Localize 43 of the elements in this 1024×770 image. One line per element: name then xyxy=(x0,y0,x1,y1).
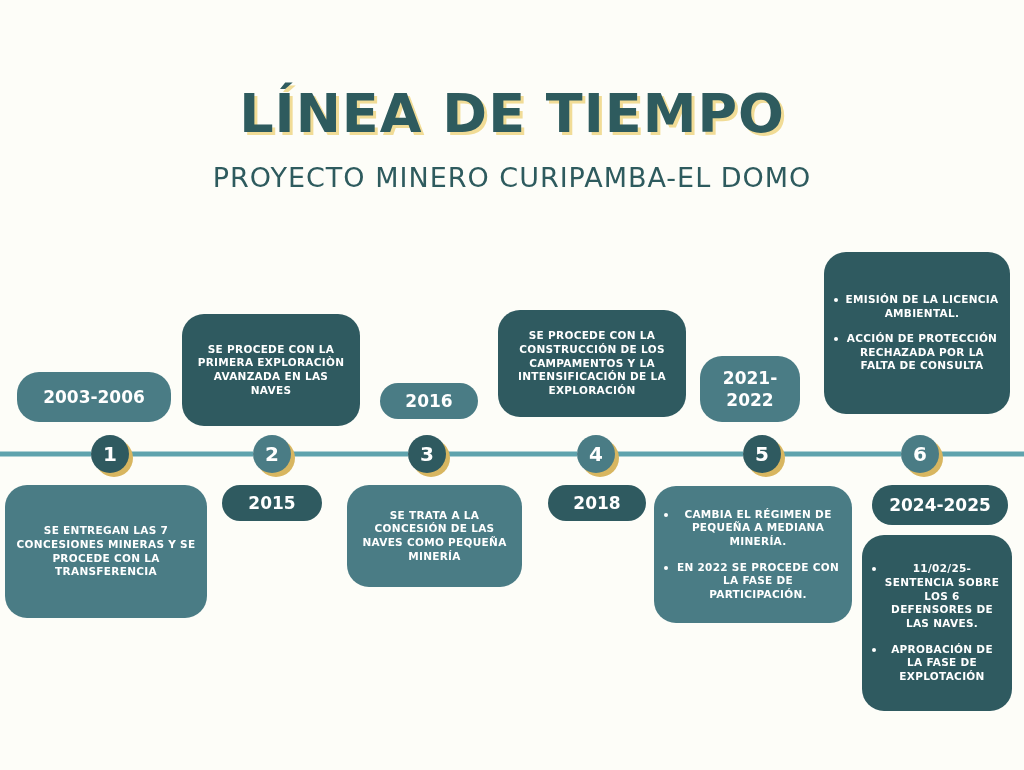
step-number-circle xyxy=(743,435,781,473)
event-text: EN 2022 SE PROCEDE CON LA FASE DE PARTICIPACIÓN. xyxy=(675,560,840,602)
year-pill xyxy=(17,372,171,422)
event-text: SE PROCEDE CON LA PRIMERA EXPLORACIÒN AVANZADA EN LAS NAVES xyxy=(196,342,346,398)
event-text: 11/02/25- SENTENCIA SOBRE LOS 6 DEFENSORES DE LAS NAVES. xyxy=(883,562,1001,631)
step-number-circle xyxy=(91,435,129,473)
step-number: 6 xyxy=(912,442,928,466)
year-label: 2024-2025 xyxy=(888,493,992,517)
event-card xyxy=(862,535,1012,711)
year-pill xyxy=(222,485,322,521)
event-text: ACCIÓN DE PROTECCIÓN RECHAZADA POR LA FALTA DE CONSULTA xyxy=(845,332,999,374)
event-text: APROBACIÓN DE LA FASE DE EXPLOTACIÓN xyxy=(890,642,994,684)
year-pill xyxy=(380,383,478,419)
event-text: SE PROCEDE CON LA CONSTRUCCIÓN DE LOS CAMPAMENTOS Y LA INTENSIFICACIÓN DE LA EXPLORACIÓN xyxy=(517,329,667,398)
year-label: 2018 xyxy=(572,491,622,515)
step-number-circle xyxy=(253,435,291,473)
event-text: SE TRATA A LA CONCESIÓN DE LAS NAVES COMO PEQUEÑA MINERÍA xyxy=(361,508,508,564)
step-number: 1 xyxy=(102,442,118,466)
step-number-circle xyxy=(901,435,939,473)
step-number-circle xyxy=(577,435,615,473)
event-card xyxy=(347,485,522,587)
year-label: 2021-2022 xyxy=(721,366,779,412)
title: LÍNEA DE TIEMPO xyxy=(238,82,786,145)
step-number: 5 xyxy=(754,442,770,466)
event-card xyxy=(5,485,207,618)
year-label: 2003-2006 xyxy=(42,385,146,409)
step-number: 2 xyxy=(264,442,280,466)
year-label: 2016 xyxy=(404,389,454,413)
event-card xyxy=(824,252,1010,414)
step-number: 3 xyxy=(419,442,435,466)
year-pill xyxy=(700,356,800,422)
year-label: 2015 xyxy=(247,491,297,515)
event-card xyxy=(182,314,360,426)
step-number: 4 xyxy=(588,442,604,466)
event-text: SE ENTREGAN LAS 7 CONCESIONES MINERAS Y SE PROCEDE CON LA TRANSFERENCIA xyxy=(15,524,197,579)
event-text: CAMBIA EL RÉGIMEN DE PEQUEÑA A MEDIANA MINERÍA. xyxy=(683,507,833,549)
year-pill xyxy=(872,485,1008,525)
subtitle: PROYECTO MINERO CURIPAMBA-EL DOMO xyxy=(211,162,813,193)
event-card xyxy=(498,310,686,417)
event-text: EMISIÓN DE LA LICENCIA AMBIENTAL. xyxy=(844,292,1000,321)
step-number-circle xyxy=(408,435,446,473)
year-pill xyxy=(548,485,646,521)
event-card xyxy=(654,486,852,623)
